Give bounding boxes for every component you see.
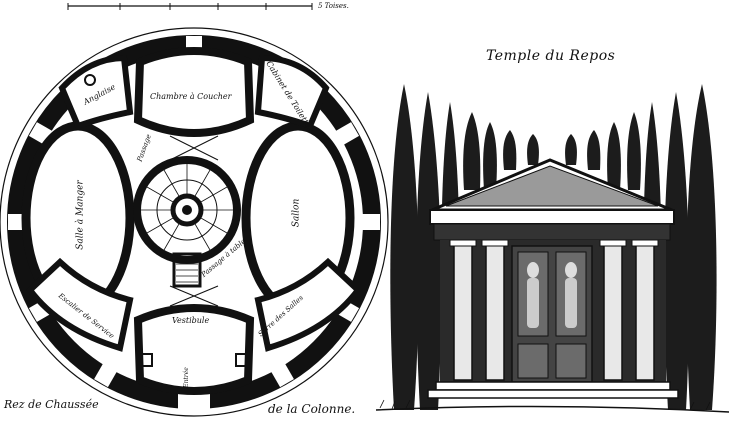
- room-label-chambre: Chambre à Coucher: [150, 92, 232, 101]
- room-label-entree: Entrée: [182, 367, 190, 388]
- plate-title: Temple du Repos: [486, 48, 616, 64]
- room-label-salon: Sallon: [291, 198, 302, 228]
- floor-plan: [0, 27, 389, 417]
- room-label-vestibule: Vestibule: [172, 316, 210, 325]
- scale-label: 5 Toises.: [318, 2, 349, 10]
- temple-elevation: [375, 84, 729, 413]
- caption-column: de la Colonne.: [268, 402, 356, 416]
- caption-ground-floor: Rez de Chaussée: [4, 398, 99, 411]
- scale-bar: [67, 3, 313, 10]
- room-label-salle: Salle à Manger: [75, 180, 86, 250]
